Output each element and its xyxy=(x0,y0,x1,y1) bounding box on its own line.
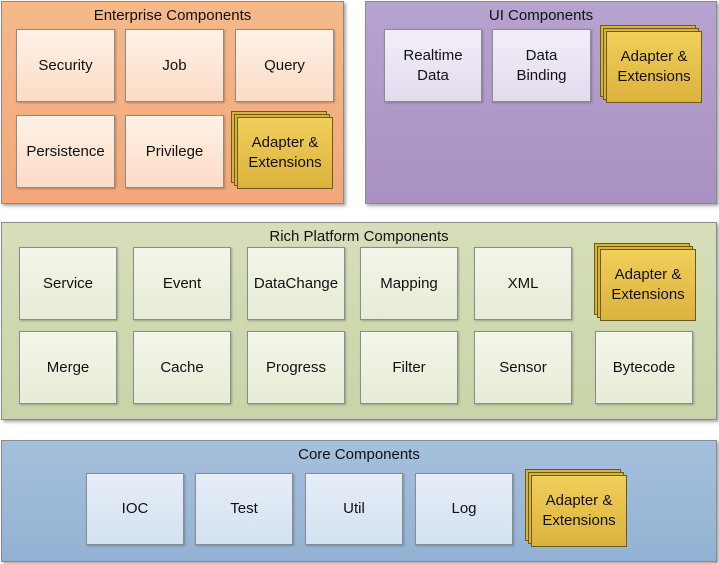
datachange-box: DataChange xyxy=(247,247,345,320)
enterprise-adapter-extensions-box: Adapter & Extensions xyxy=(237,117,333,189)
test-box: Test xyxy=(195,473,293,545)
mapping-box: Mapping xyxy=(360,247,458,320)
core-adapter-extensions-box: Adapter & Extensions xyxy=(531,475,627,547)
rich-platform-components-panel: Rich Platform Components Service Event D… xyxy=(1,222,717,420)
ui-components-panel: UI Components Realtime Data Data Binding… xyxy=(365,1,717,204)
progress-box: Progress xyxy=(247,331,345,404)
event-box: Event xyxy=(133,247,231,320)
util-box: Util xyxy=(305,473,403,545)
enterprise-components-title: Enterprise Components xyxy=(93,7,252,24)
rich-adapter-extensions-stack: Adapter & Extensions xyxy=(594,243,696,321)
data-binding-box: Data Binding xyxy=(492,29,591,102)
job-box: Job xyxy=(125,29,224,102)
sensor-box: Sensor xyxy=(474,331,572,404)
privilege-box: Privilege xyxy=(125,115,224,188)
core-components-title: Core Components xyxy=(298,446,420,463)
persistence-box: Persistence xyxy=(16,115,115,188)
merge-box: Merge xyxy=(19,331,117,404)
xml-box: XML xyxy=(474,247,572,320)
enterprise-components-panel: Enterprise Components Security Job Query… xyxy=(1,1,344,204)
cache-box: Cache xyxy=(133,331,231,404)
security-box: Security xyxy=(16,29,115,102)
rich-adapter-extensions-box: Adapter & Extensions xyxy=(600,249,696,321)
realtime-data-box: Realtime Data xyxy=(384,29,482,102)
query-box: Query xyxy=(235,29,334,102)
service-box: Service xyxy=(19,247,117,320)
ui-components-title: UI Components xyxy=(488,7,594,24)
ui-adapter-extensions-box: Adapter & Extensions xyxy=(606,31,702,103)
filter-box: Filter xyxy=(360,331,458,404)
ioc-box: IOC xyxy=(86,473,184,545)
ui-adapter-extensions-stack: Adapter & Extensions xyxy=(600,25,702,103)
bytecode-box: Bytecode xyxy=(595,331,693,404)
core-adapter-extensions-stack: Adapter & Extensions xyxy=(525,469,627,547)
log-box: Log xyxy=(415,473,513,545)
rich-platform-components-title: Rich Platform Components xyxy=(269,228,449,245)
core-components-panel: Core Components IOC Test Util Log Adapte… xyxy=(1,440,717,562)
enterprise-adapter-extensions-stack: Adapter & Extensions xyxy=(231,111,333,189)
